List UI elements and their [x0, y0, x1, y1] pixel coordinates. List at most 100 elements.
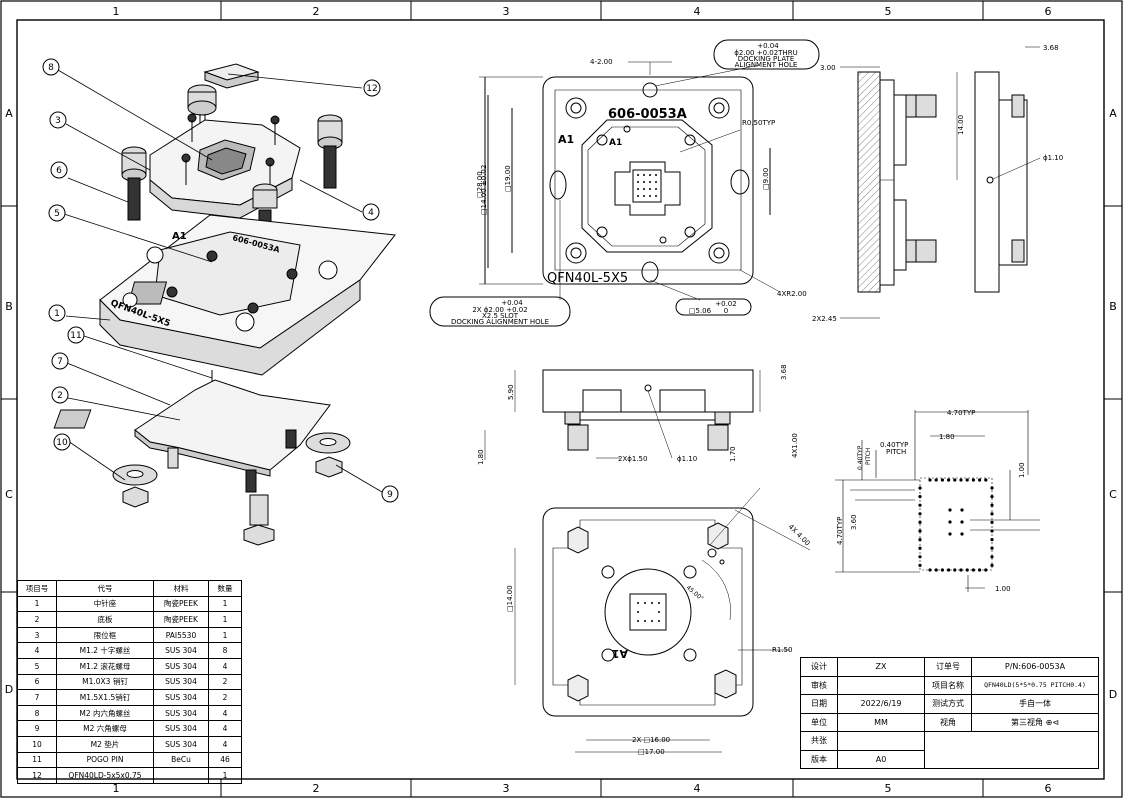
review-value — [837, 675, 925, 695]
slot-note-line2: X2.5 SLOT — [482, 312, 519, 320]
dim-top-offset: 4-2.00 — [590, 58, 613, 66]
part-number: P/N:606-0053A — [971, 657, 1099, 677]
bom-cell: M1.2 十字螺丝 — [56, 642, 154, 659]
date-label: 日期 — [800, 694, 838, 714]
width-note-tol-minus: 0 — [724, 307, 728, 315]
pin-dot — [948, 508, 952, 512]
bom-cell: 11 — [17, 751, 57, 769]
slot-note-tol: +0.04 — [501, 299, 523, 307]
sheets-label: 共张 — [800, 731, 838, 751]
bom-cell: 中针座 — [56, 595, 154, 613]
callout-2: 2 — [57, 391, 63, 401]
pin-dot — [918, 538, 922, 542]
bom-cell: 陶瓷PEEK — [153, 595, 209, 613]
bom-cell: 3 — [17, 626, 57, 644]
bom-cell: M2 内六角螺丝 — [56, 704, 154, 722]
bom-cell: 1 — [208, 595, 242, 613]
view-label: 视角 — [924, 712, 972, 732]
bottom-dim-r150: R1.50 — [772, 646, 792, 654]
callout-7: 7 — [57, 357, 63, 367]
top-view — [429, 39, 820, 327]
side-dim-368: 3.68 — [1043, 44, 1059, 52]
bom-cell: M1.5X1.5销钉 — [56, 689, 154, 706]
row-label-left: B — [5, 300, 13, 313]
bom-cell: BeCu — [153, 751, 209, 769]
pin-dot — [959, 478, 963, 482]
callout-leaders — [57, 69, 383, 493]
a1-outer: A1 — [558, 133, 574, 146]
hole-note-tol: +0.04 — [757, 42, 779, 50]
col-label-bottom: 5 — [885, 782, 892, 795]
dim-28: □28.00 — [476, 171, 484, 198]
bom-header-cell: 数量 — [208, 580, 242, 597]
bom-cell: 1 — [208, 767, 242, 784]
pin-dot — [918, 546, 922, 550]
bom-cell: SUS 304 — [153, 642, 209, 659]
side-dim-245: 2X2.45 — [812, 315, 837, 323]
pin-dot — [948, 520, 952, 524]
callout-5: 5 — [54, 209, 60, 219]
bom-cell: 12 — [17, 767, 57, 784]
front-view — [484, 369, 761, 460]
bottom-view-labels: 4X 4.00 □14.00 45.00° R1.50 2X □16.00 □1… — [506, 523, 811, 756]
bom-cell: 2 — [17, 611, 57, 628]
col-label-bottom: 3 — [503, 782, 510, 795]
a1-inner: A1 — [609, 138, 622, 148]
pin-detail-labels: 4.70TYP 1.80 0.40TYP PITCH 0.40TYP PITCH… — [836, 409, 1026, 593]
dim-9: □9.00 — [762, 168, 770, 190]
bom-cell: 1 — [208, 611, 242, 628]
title-block: 设计 ZX 订单号 P/N:606-0053A 审核 项目名称 QFN40LD(… — [800, 657, 1099, 769]
col-label-top: 1 — [113, 5, 120, 18]
bom-cell: 46 — [208, 751, 242, 769]
callout-1: 1 — [54, 309, 60, 319]
pin-dot — [990, 563, 994, 568]
bottom-a1: A1 — [612, 647, 628, 660]
callout-3: 3 — [55, 116, 61, 126]
review-label: 审核 — [800, 675, 838, 695]
front-dim-368: 3.68 — [780, 364, 788, 380]
pin-dot — [918, 512, 922, 516]
pin-dot — [990, 538, 994, 542]
pin-dot — [953, 568, 957, 572]
bom-cell: SUS 304 — [153, 720, 209, 737]
pin-pitch-h: 0.40TYP — [880, 441, 908, 449]
row-label-left: C — [5, 488, 13, 501]
pin-dot — [965, 478, 969, 482]
col-label-bottom: 1 — [113, 782, 120, 795]
design-label: 设计 — [800, 657, 838, 677]
pin-dot — [971, 568, 976, 572]
front-dim-180: 1.80 — [477, 449, 485, 465]
pin-dot — [918, 563, 922, 568]
bom-cell: M2 六角螺母 — [56, 720, 154, 737]
row-label-right: A — [1109, 107, 1117, 120]
pin-dot — [971, 478, 976, 482]
pin-dot — [953, 478, 957, 482]
hole-note-line3: ALIGNMENT HOLE — [735, 61, 798, 69]
callout-4: 4 — [368, 208, 374, 218]
pin-dot — [990, 546, 994, 550]
bom-cell: POGO PIN — [56, 751, 154, 769]
pin-dot — [934, 568, 938, 572]
bom-cell: M1.0X3 销钉 — [56, 673, 154, 691]
bom-cell: 陶瓷PEEK — [153, 611, 209, 628]
row-label-right: B — [1109, 300, 1117, 313]
pin-dot — [918, 503, 922, 507]
pin-dot — [918, 555, 922, 559]
pin-dot — [934, 478, 938, 482]
col-label-bottom: 2 — [313, 782, 320, 795]
pin-dim-360: 3.60 — [850, 514, 858, 530]
pin-detail — [835, 410, 1040, 592]
bom-cell: 底板 — [56, 611, 154, 628]
dim-14: □14.00 ±0.02 — [480, 165, 488, 215]
pin-dot — [928, 478, 932, 482]
row-label-left: D — [5, 683, 13, 696]
